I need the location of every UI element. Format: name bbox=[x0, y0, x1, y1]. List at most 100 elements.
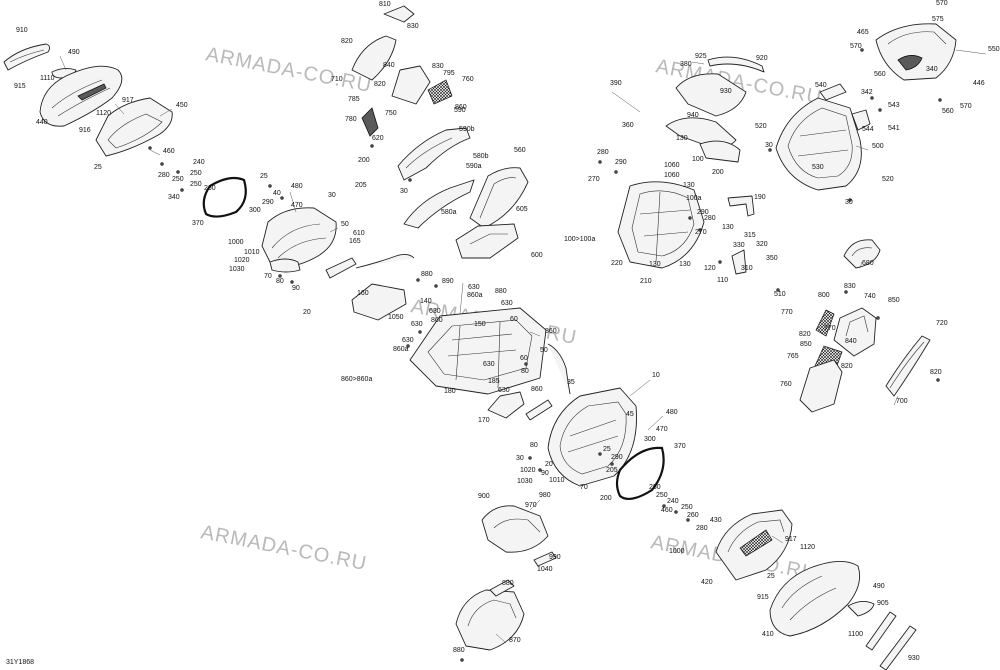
part-callout: 100 bbox=[692, 156, 704, 163]
side-grille-upper bbox=[815, 309, 835, 337]
part-callout: 100>100a bbox=[564, 236, 595, 243]
part-callout: 170 bbox=[478, 417, 490, 424]
part-callout: 330 bbox=[733, 242, 745, 249]
rear-spoiler bbox=[875, 23, 957, 81]
part-callout: 350 bbox=[766, 255, 778, 262]
part-callout: 310 bbox=[741, 265, 753, 272]
part-callout: 200 bbox=[712, 169, 724, 176]
part-callout: 860 bbox=[545, 328, 557, 335]
part-callout: 500 bbox=[872, 143, 884, 150]
part-callout: 917 bbox=[122, 97, 134, 104]
part-callout: 50 bbox=[540, 347, 548, 354]
part-callout: 630 bbox=[402, 337, 414, 344]
part-callout: 25 bbox=[260, 173, 268, 180]
part-callout: 520 bbox=[755, 123, 767, 130]
front-fairing-assembly bbox=[351, 5, 529, 259]
part-callout: 210 bbox=[640, 278, 652, 285]
part-callout: 370 bbox=[192, 220, 204, 227]
part-callout: 780 bbox=[345, 116, 357, 123]
step-base bbox=[455, 589, 525, 651]
part-callout: 340 bbox=[926, 66, 938, 73]
lower-rear-cover-assembly bbox=[715, 509, 917, 670]
part-callout: 1010 bbox=[244, 249, 260, 256]
footrest-strap bbox=[533, 551, 557, 567]
part-callout: 1060 bbox=[664, 162, 680, 169]
part-callout: 270 bbox=[588, 176, 600, 183]
bracket-link bbox=[731, 249, 747, 275]
release-cable bbox=[355, 253, 415, 269]
part-callout: 410 bbox=[762, 631, 774, 638]
part-callout: 860 bbox=[455, 104, 467, 111]
part-callout: 550 bbox=[988, 46, 1000, 53]
part-callout: 80 bbox=[521, 368, 529, 375]
part-callout: 620 bbox=[372, 135, 384, 142]
part-callout: 1060 bbox=[664, 172, 680, 179]
part-callout: 710 bbox=[331, 76, 343, 83]
part-callout: 370 bbox=[674, 443, 686, 450]
hinge-bracket bbox=[325, 257, 357, 279]
part-callout: 465 bbox=[857, 29, 869, 36]
rear-frame bbox=[617, 181, 705, 269]
lower-brackets bbox=[455, 505, 557, 651]
part-callout: 850 bbox=[888, 297, 900, 304]
part-callout: 905 bbox=[877, 600, 889, 607]
part-callout: 70 bbox=[264, 273, 272, 280]
part-callout: 543 bbox=[888, 102, 900, 109]
part-callout: 60 bbox=[520, 355, 528, 362]
part-callout: 205 bbox=[355, 182, 367, 189]
part-callout: 880 bbox=[495, 288, 507, 295]
part-callout: 760 bbox=[462, 76, 474, 83]
part-callout: 810 bbox=[379, 1, 391, 8]
floor-bracket bbox=[487, 391, 525, 419]
part-callout: 280 bbox=[158, 172, 170, 179]
drawing-id: 31Y1868 bbox=[6, 659, 34, 666]
part-callout: 1030 bbox=[517, 478, 533, 485]
part-callout: 820 bbox=[841, 363, 853, 370]
part-callout: 490 bbox=[68, 49, 80, 56]
part-callout: 260 bbox=[687, 512, 699, 519]
part-callout: 750 bbox=[385, 110, 397, 117]
part-callout: 920 bbox=[756, 55, 768, 62]
part-callout: 940 bbox=[687, 112, 699, 119]
part-callout: 917 bbox=[785, 536, 797, 543]
part-callout: 770 bbox=[824, 325, 836, 332]
part-callout: 1010 bbox=[549, 477, 565, 484]
part-callout: 880 bbox=[421, 271, 433, 278]
part-callout: 130 bbox=[722, 224, 734, 231]
part-callout: 560 bbox=[514, 147, 526, 154]
part-callout: 900 bbox=[478, 493, 490, 500]
part-callout: 970 bbox=[525, 502, 537, 509]
part-callout: 160 bbox=[357, 290, 369, 297]
part-callout: 120 bbox=[704, 265, 716, 272]
part-callout: 580a bbox=[441, 209, 457, 216]
floor-clip bbox=[525, 399, 553, 421]
part-callout: 480 bbox=[291, 183, 303, 190]
cover-seal bbox=[202, 176, 247, 218]
part-callout: 590b bbox=[459, 126, 475, 133]
part-callout: 30 bbox=[845, 199, 853, 206]
part-callout: 544 bbox=[862, 126, 874, 133]
part-callout: 260 bbox=[204, 185, 216, 192]
part-callout: 165 bbox=[349, 238, 361, 245]
part-callout: 250 bbox=[172, 176, 184, 183]
cable-guide bbox=[547, 343, 571, 395]
part-callout: 205 bbox=[606, 467, 618, 474]
part-callout: 590 bbox=[454, 107, 466, 114]
part-callout: 590a bbox=[466, 163, 482, 170]
part-callout: 530 bbox=[812, 164, 824, 171]
part-callout: 740 bbox=[864, 293, 876, 300]
glove-box-door bbox=[469, 167, 529, 229]
part-callout: 280 bbox=[696, 525, 708, 532]
part-callout: 260 bbox=[649, 484, 661, 491]
part-callout: 820 bbox=[799, 331, 811, 338]
part-callout: 1040 bbox=[537, 566, 553, 573]
storage-bin bbox=[95, 97, 173, 157]
watermark: ARMADA-CO.RU bbox=[204, 43, 374, 97]
part-callout: 80 bbox=[530, 442, 538, 449]
part-callout: 930 bbox=[908, 655, 920, 662]
part-callout: 180 bbox=[444, 388, 456, 395]
side-panel-upper bbox=[351, 35, 397, 81]
actuator-rod bbox=[727, 195, 755, 217]
rear-storage-cover-assembly bbox=[3, 43, 415, 321]
